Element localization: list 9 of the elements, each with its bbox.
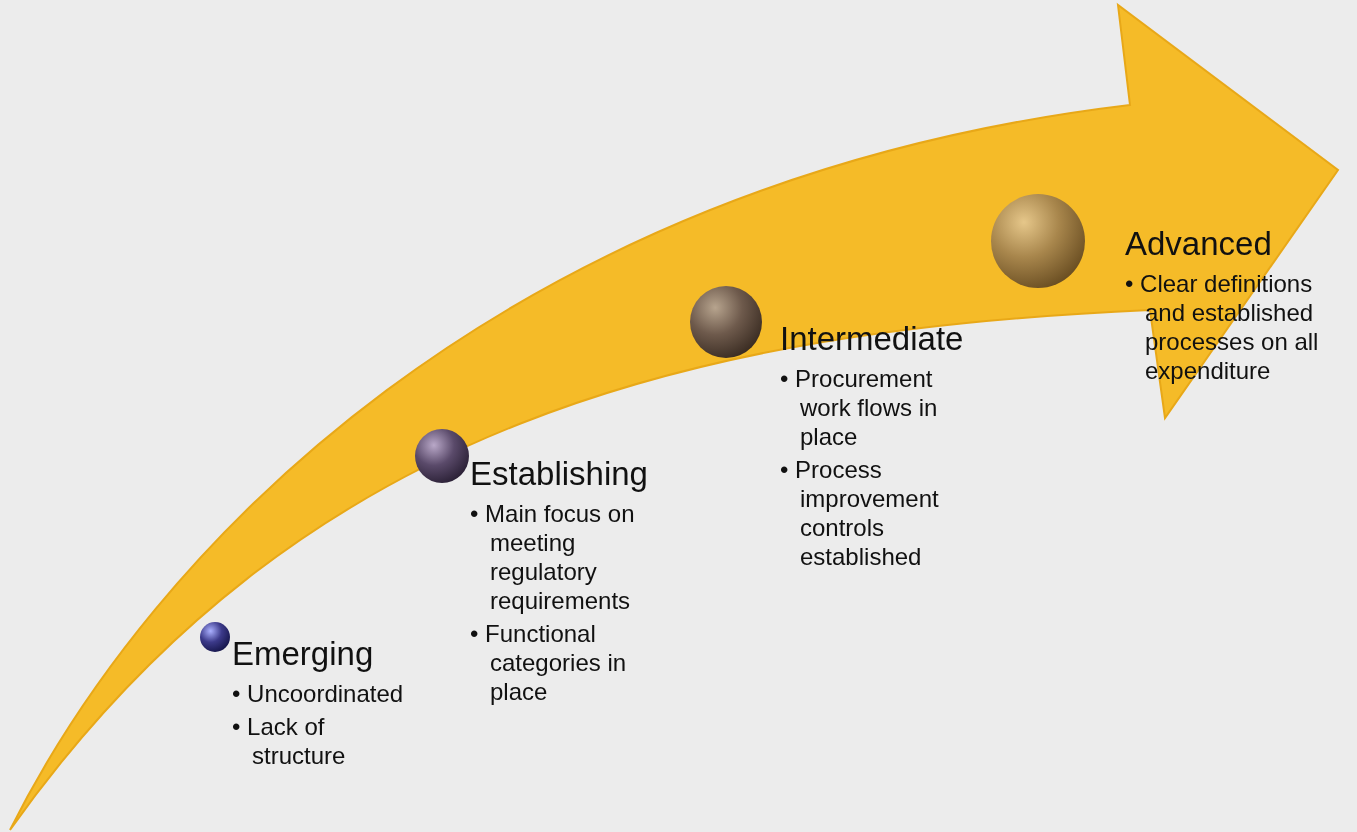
bullet-text: • Functional categories in place xyxy=(470,619,628,706)
bullet-text: • Main focus on meeting regulatory requirements xyxy=(470,499,636,615)
stage-heading: Advanced xyxy=(1125,225,1272,263)
stage-heading: Emerging xyxy=(232,635,374,673)
bullet-text: • Procurement work flows in place xyxy=(780,364,939,451)
stage-heading: Establishing xyxy=(470,455,648,493)
bullet-text: • Lack of structure xyxy=(232,712,347,770)
bullet-text: • Uncoordinated xyxy=(232,679,405,708)
bullet-text: • Process improvement controls established xyxy=(780,455,940,571)
